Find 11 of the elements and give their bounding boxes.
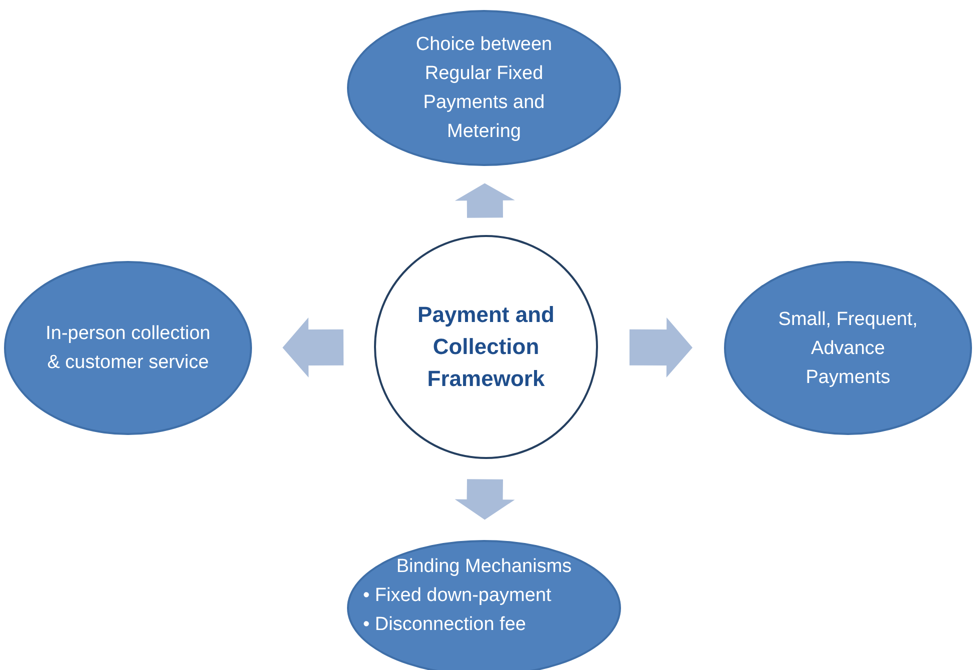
- node-label: Payment and Collection Framework: [416, 301, 556, 393]
- node-label: Small, Frequent, Advance Payments: [777, 308, 919, 390]
- block-arrow: [454, 479, 515, 520]
- bullet-item: • Fixed down-payment: [363, 584, 552, 608]
- node-label: In-person collection & customer service: [44, 322, 212, 375]
- node-heading: Binding Mechanisms: [395, 555, 573, 579]
- block-arrow: [630, 318, 692, 378]
- block-arrow: [282, 318, 344, 378]
- block-arrow: [454, 183, 515, 218]
- node-label: Choice between Regular Fixed Payments and Metering: [414, 33, 554, 144]
- bullet-item: • Disconnection fee: [363, 613, 527, 637]
